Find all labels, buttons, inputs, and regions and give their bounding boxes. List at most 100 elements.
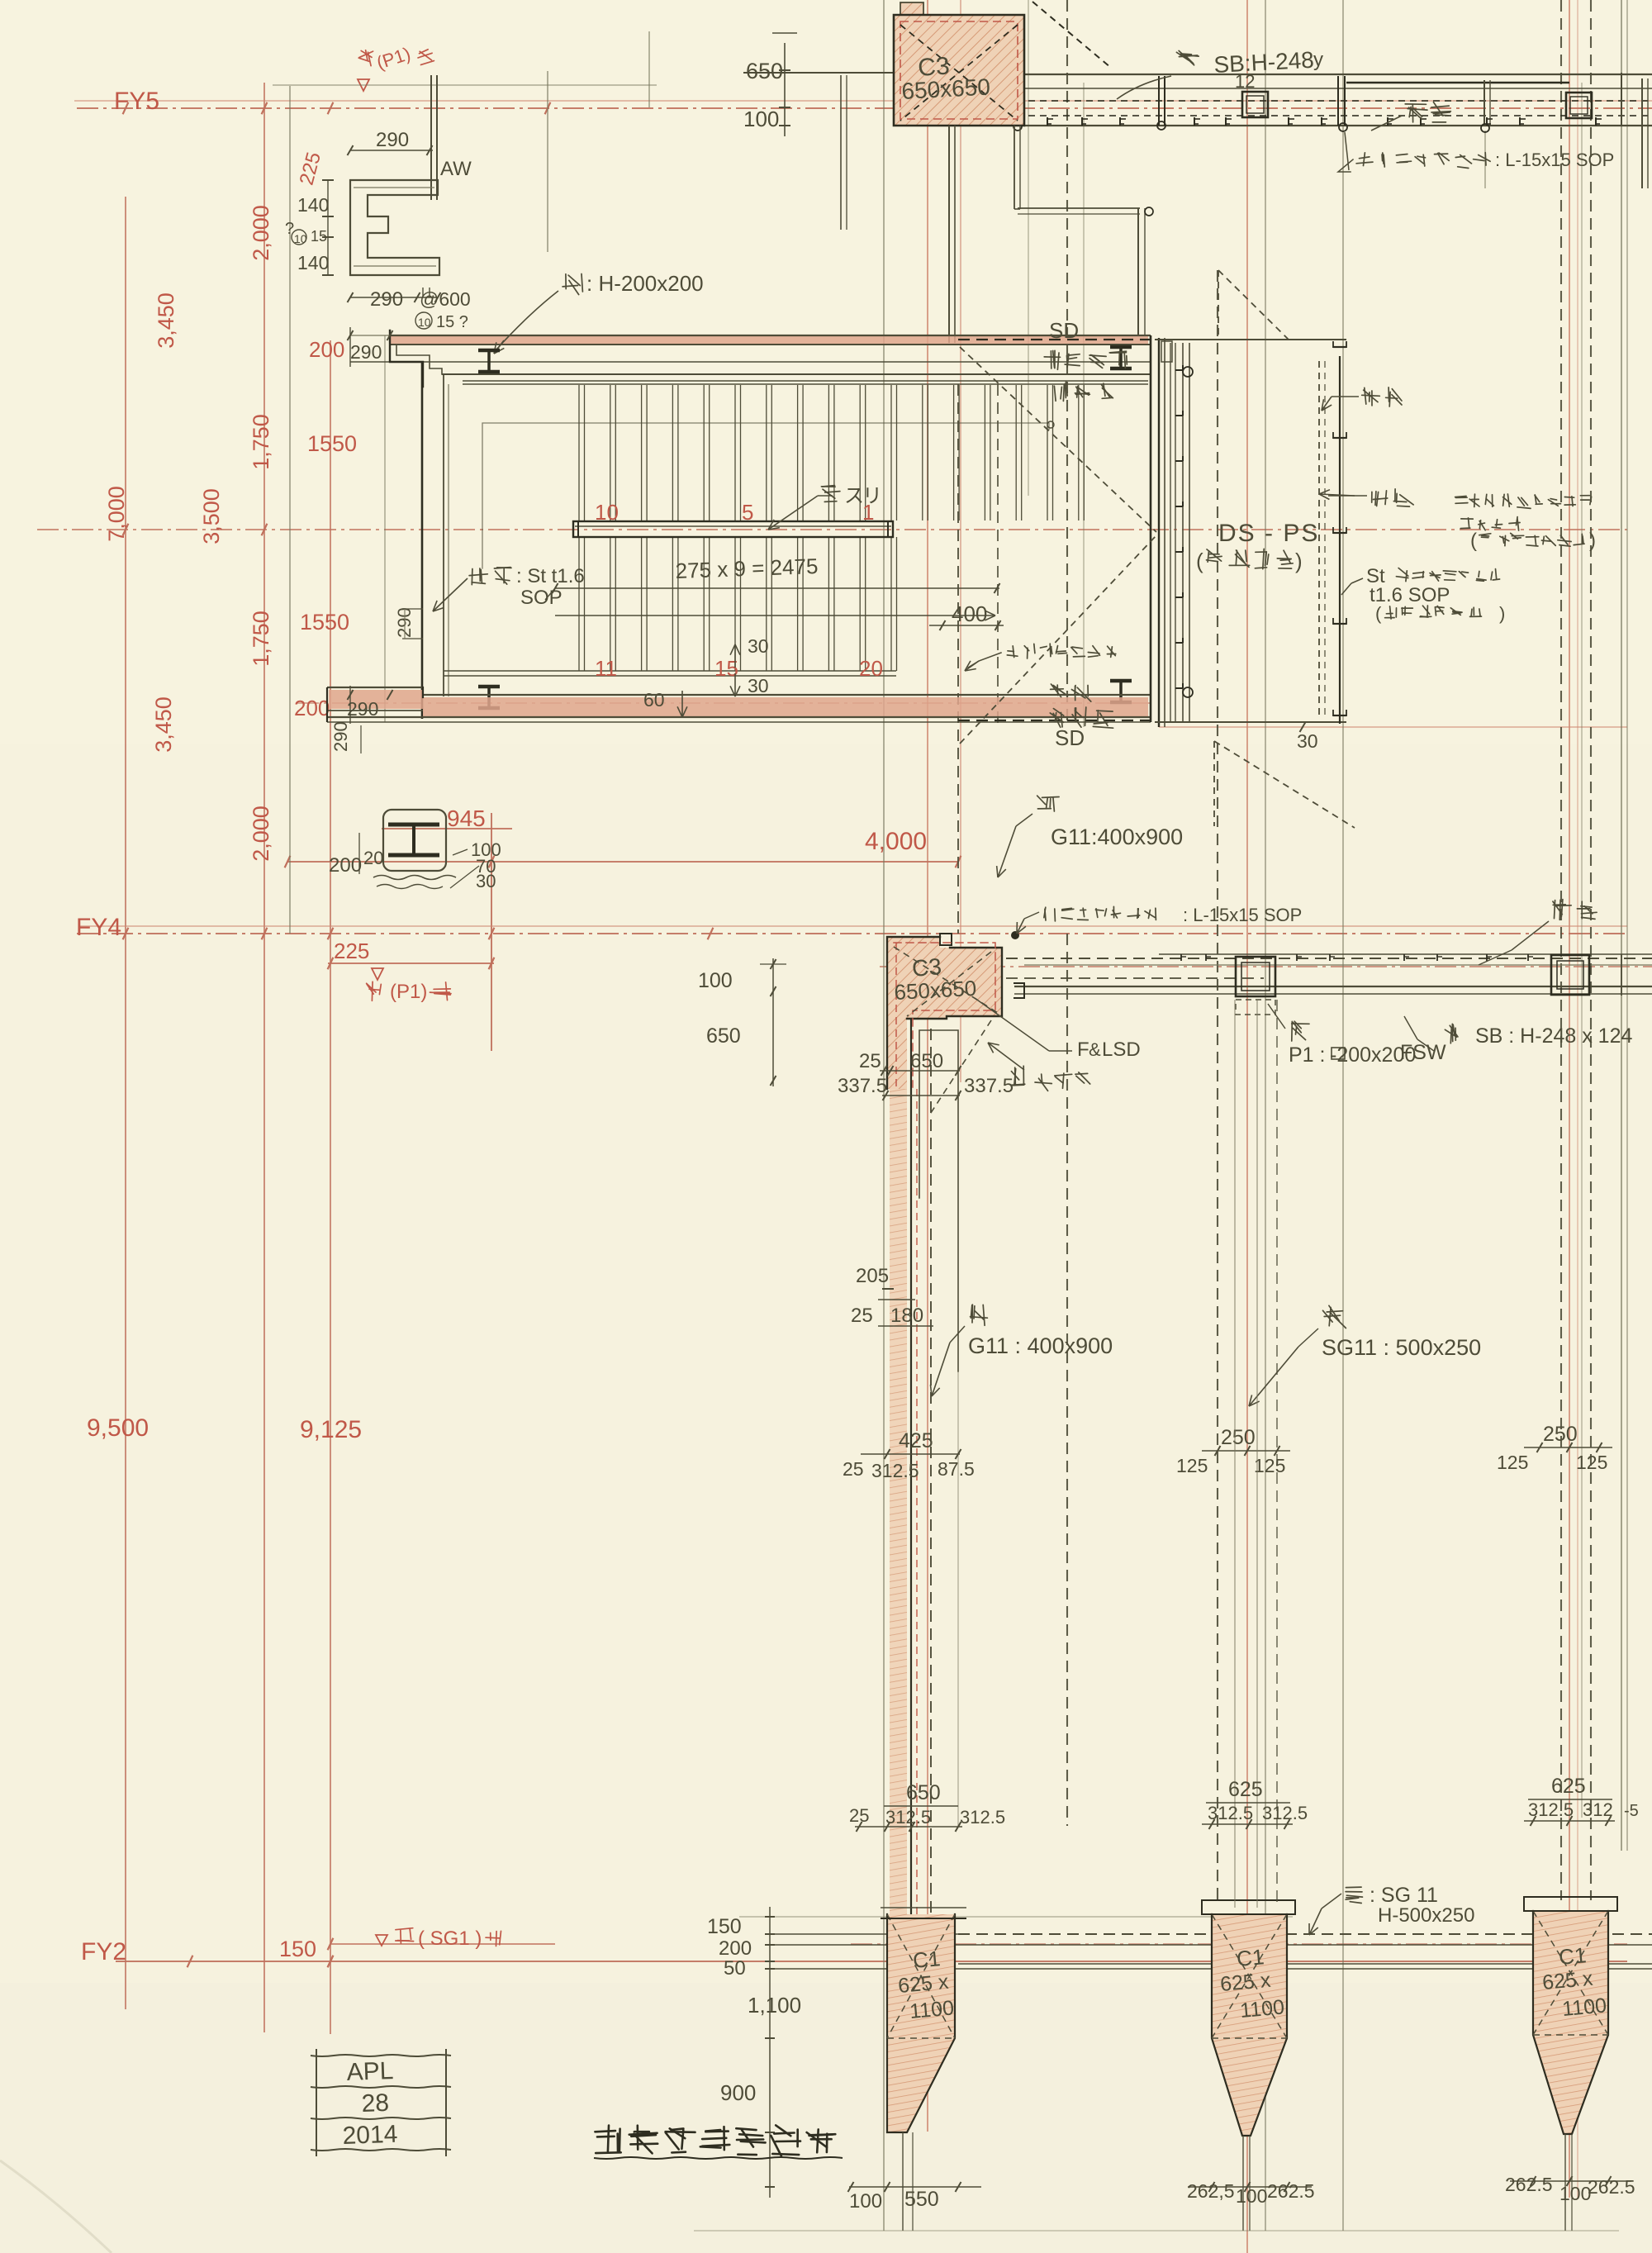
svg-text:150: 150 xyxy=(279,1937,316,1961)
svg-text:: H-200x200: : H-200x200 xyxy=(586,271,704,296)
svg-text:87.5: 87.5 xyxy=(938,1458,975,1480)
svg-text:650: 650 xyxy=(706,1024,741,1048)
svg-text:FY5: FY5 xyxy=(114,88,159,115)
svg-text:312.5: 312.5 xyxy=(1208,1803,1253,1823)
svg-text:25: 25 xyxy=(849,1805,869,1826)
svg-text:200: 200 xyxy=(719,1937,752,1960)
svg-text:3,500: 3,500 xyxy=(199,488,224,544)
svg-text:FY2: FY2 xyxy=(81,1938,126,1965)
svg-text:625: 625 xyxy=(1551,1775,1586,1798)
svg-text:290: 290 xyxy=(330,721,351,752)
svg-text:: SG 11: : SG 11 xyxy=(1370,1884,1438,1907)
svg-text:625 x: 625 x xyxy=(897,1970,950,1998)
svg-text:G11:400x900: G11:400x900 xyxy=(1051,825,1183,849)
svg-text:20: 20 xyxy=(859,656,883,681)
svg-text:100: 100 xyxy=(471,839,501,860)
svg-text:12: 12 xyxy=(1235,71,1255,92)
svg-text:2014: 2014 xyxy=(342,2121,398,2150)
svg-text:): ) xyxy=(1295,549,1303,573)
svg-text:650: 650 xyxy=(906,1781,941,1804)
svg-text:C1: C1 xyxy=(1236,1944,1265,1971)
svg-text:LSD: LSD xyxy=(1102,1039,1141,1061)
svg-text:9,125: 9,125 xyxy=(300,1416,362,1443)
svg-text:SG11 : 500x250: SG11 : 500x250 xyxy=(1322,1335,1481,1360)
svg-text:15: 15 xyxy=(714,656,738,681)
svg-text:250: 250 xyxy=(1221,1426,1256,1449)
svg-text:262.5: 262.5 xyxy=(1588,2176,1635,2198)
svg-text:( SG1 ): ( SG1 ) xyxy=(418,1927,482,1950)
svg-text:P1 :: P1 : xyxy=(1289,1043,1325,1067)
svg-text:205: 205 xyxy=(856,1265,889,1287)
svg-text:290: 290 xyxy=(376,129,409,151)
svg-text:625 x: 625 x xyxy=(1541,1967,1594,1994)
svg-text:&: & xyxy=(1089,1039,1101,1060)
svg-text:312.5: 312.5 xyxy=(885,1807,931,1828)
svg-text:290: 290 xyxy=(347,698,378,720)
svg-text:G11 : 400x900: G11 : 400x900 xyxy=(968,1333,1113,1358)
svg-text:262,5: 262,5 xyxy=(1187,2180,1235,2202)
svg-text:125: 125 xyxy=(1497,1452,1528,1473)
svg-text:275 x 9 = 2475: 275 x 9 = 2475 xyxy=(675,554,819,583)
svg-text:30: 30 xyxy=(1297,730,1318,752)
svg-text:C1: C1 xyxy=(912,1946,942,1973)
svg-text:180: 180 xyxy=(890,1305,923,1327)
svg-text:30: 30 xyxy=(748,635,769,657)
svg-text:1,750: 1,750 xyxy=(249,414,273,470)
svg-text:312.5: 312.5 xyxy=(871,1460,919,1481)
svg-text:337.5: 337.5 xyxy=(964,1075,1014,1097)
svg-text:9,500: 9,500 xyxy=(87,1414,149,1442)
svg-text:: St t1.6: : St t1.6 xyxy=(516,565,585,587)
svg-text:262.5: 262.5 xyxy=(1505,2174,1553,2195)
svg-text:650: 650 xyxy=(746,59,783,83)
svg-text:625 x: 625 x xyxy=(1219,1969,1272,1996)
svg-text:10: 10 xyxy=(294,232,307,245)
svg-text:945: 945 xyxy=(447,806,486,831)
svg-text:1,750: 1,750 xyxy=(249,611,273,667)
svg-text:SB : H-248 x 124: SB : H-248 x 124 xyxy=(1475,1024,1632,1048)
svg-text:50: 50 xyxy=(724,1957,746,1980)
svg-text:5: 5 xyxy=(742,500,753,525)
svg-text:4,000: 4,000 xyxy=(865,828,927,855)
svg-text:: L-15x15 SOP: : L-15x15 SOP xyxy=(1183,905,1302,925)
svg-text:125: 125 xyxy=(1254,1455,1285,1476)
svg-text:337.5: 337.5 xyxy=(838,1075,887,1097)
svg-text:St: St xyxy=(1366,565,1385,587)
svg-text:25: 25 xyxy=(859,1050,881,1072)
svg-text:100: 100 xyxy=(1236,2185,1267,2207)
svg-text:(: ( xyxy=(1375,603,1382,624)
svg-text:100: 100 xyxy=(1559,2183,1591,2204)
svg-text:15: 15 xyxy=(311,228,327,245)
svg-text:ス: ス xyxy=(844,485,864,507)
svg-text:30: 30 xyxy=(748,675,769,696)
svg-text:y: y xyxy=(1313,49,1323,71)
svg-text:290: 290 xyxy=(370,288,403,311)
svg-text:10: 10 xyxy=(595,500,619,525)
svg-text:312.5: 312.5 xyxy=(960,1807,1005,1828)
svg-text:225: 225 xyxy=(334,939,369,963)
svg-text:SB:H-248: SB:H-248 xyxy=(1213,47,1315,78)
svg-text:100: 100 xyxy=(698,969,733,992)
svg-text:200: 200 xyxy=(329,854,362,877)
svg-text:@600: @600 xyxy=(420,288,471,310)
svg-text:150: 150 xyxy=(707,1915,742,1938)
svg-text:312: 312 xyxy=(1583,1799,1613,1820)
svg-text:: L-15x15 SOP: : L-15x15 SOP xyxy=(1495,150,1614,170)
svg-text:F: F xyxy=(1077,1039,1089,1061)
svg-text:-200x200: -200x200 xyxy=(1330,1043,1416,1067)
svg-text:11: 11 xyxy=(595,656,617,681)
svg-text:262.5: 262.5 xyxy=(1267,2180,1315,2202)
svg-text:リ: リ xyxy=(862,485,882,507)
svg-text:100: 100 xyxy=(849,2190,882,2213)
svg-text:650: 650 xyxy=(910,1050,943,1072)
svg-text:1100: 1100 xyxy=(1561,1994,1607,2021)
svg-text:25: 25 xyxy=(843,1458,864,1480)
svg-text:140: 140 xyxy=(297,252,329,273)
svg-text:C3: C3 xyxy=(911,953,942,982)
svg-text:1550: 1550 xyxy=(300,610,349,635)
svg-text:3,450: 3,450 xyxy=(154,292,178,349)
svg-text:FY4: FY4 xyxy=(76,914,121,941)
svg-text:APL: APL xyxy=(346,2057,394,2086)
svg-text:DS - PS: DS - PS xyxy=(1218,520,1319,547)
svg-text:H-500x250: H-500x250 xyxy=(1378,1904,1474,1927)
svg-text:t1.6 SOP: t1.6 SOP xyxy=(1370,584,1450,606)
